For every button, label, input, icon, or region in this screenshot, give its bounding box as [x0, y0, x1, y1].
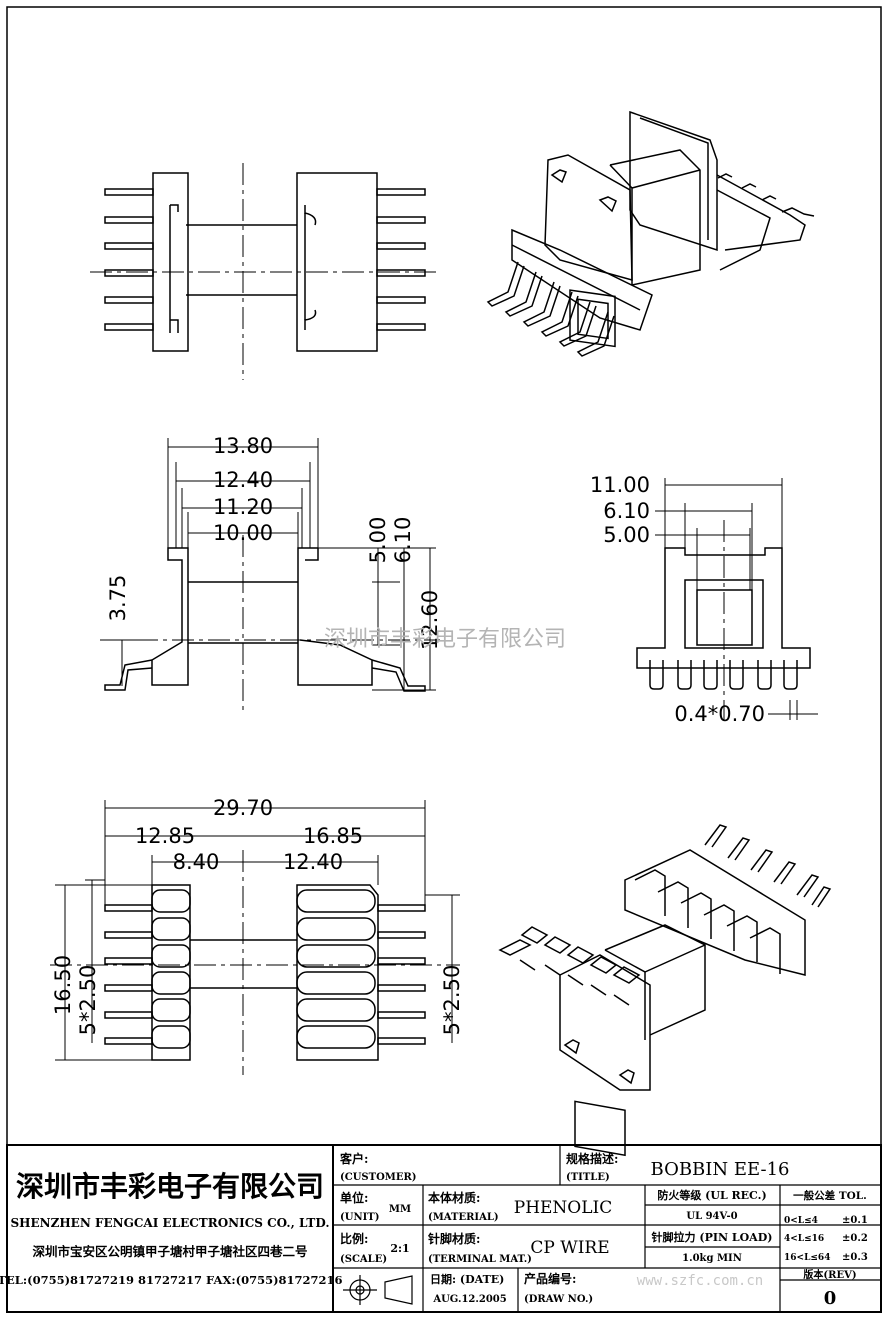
bottom-view-right-slots	[296, 889, 376, 1049]
dim-12-60: 12.60	[418, 590, 442, 650]
tol-range-3: 16<L≤64	[784, 1253, 830, 1263]
dim-11-20: 11.20	[213, 495, 273, 519]
top-view-right-pins	[376, 188, 426, 331]
company-name-en: SHENZHEN FENGCAI ELECTRONICS CO., LTD.	[10, 1216, 329, 1230]
unit-value: MM	[389, 1204, 411, 1215]
terminal-label-cn: 针脚材质:	[428, 1231, 480, 1246]
customer-label-cn: 客户:	[339, 1151, 368, 1166]
dim-pin-size: 0.4*0.70	[674, 702, 765, 726]
bottom-view-dim-text: 29.70 12.85 16.85 8.40 12.40 16.50 5*2.5…	[51, 796, 464, 1035]
flame-value: UL 94V-0	[686, 1211, 737, 1222]
dim-12-40-bottom: 12.40	[283, 850, 343, 874]
dim-13-80: 13.80	[213, 434, 273, 458]
bottom-view-left-pins	[104, 904, 153, 1045]
dim-8-40: 8.40	[173, 850, 220, 874]
dim-16-85: 16.85	[303, 824, 363, 848]
title-label-cn: 规格描述:	[566, 1151, 618, 1166]
end-view	[636, 478, 818, 720]
terminal-label-en: (TERMINAL MAT.)	[428, 1254, 532, 1265]
dim-12-85: 12.85	[135, 824, 195, 848]
dim-10-00: 10.00	[213, 521, 273, 545]
dim-11-00: 11.00	[590, 473, 650, 497]
tolerance-label: 一般公差 TOL.	[793, 1189, 867, 1202]
projection-symbol-icon	[343, 1275, 413, 1305]
flame-label: 防火等级 (UL REC.)	[657, 1188, 766, 1202]
unit-label-en: (UNIT)	[340, 1212, 379, 1223]
terminal-value: CP WIRE	[530, 1238, 609, 1258]
side-view-dim-text: 13.80 12.40 11.20 10.00 3.75 5.00 6.10 1…	[106, 434, 442, 650]
bottom-view-left-slots	[151, 889, 191, 1049]
pinload-label: 针脚拉力 (PIN LOAD)	[652, 1230, 773, 1244]
side-view	[100, 438, 440, 710]
drawno-label-cn: 产品编号:	[524, 1271, 576, 1286]
date-value: AUG.12.2005	[432, 1294, 506, 1305]
dim-6-10-end: 6.10	[603, 499, 650, 523]
isometric-view-1	[486, 110, 815, 357]
unit-label-cn: 单位:	[340, 1190, 368, 1205]
top-view	[90, 163, 440, 380]
website-watermark: www.szfc.com.cn	[637, 1273, 763, 1289]
tol-value-3: ±0.3	[842, 1252, 868, 1263]
company-address: 深圳市宝安区公明镇甲子塘村甲子塘社区四巷二号	[32, 1244, 307, 1259]
sheet-border	[6, 6, 882, 1313]
title-label-en: (TITLE)	[566, 1172, 610, 1183]
dim-5-00: 5.00	[366, 517, 390, 564]
end-view-dim-text: 11.00 6.10 5.00 0.4*0.70	[590, 473, 765, 726]
dim-29-70: 29.70	[213, 796, 273, 820]
scale-label-cn: 比例:	[340, 1231, 368, 1246]
customer-label-en: (CUSTOMER)	[340, 1172, 417, 1183]
bottom-view	[50, 800, 460, 1075]
iso1-front-pins	[486, 261, 615, 357]
material-label-cn: 本体材质:	[428, 1190, 480, 1205]
tol-range-2: 4<L≤16	[784, 1234, 824, 1244]
revision-label: 版本(REV)	[803, 1268, 856, 1281]
revision-value: 0	[824, 1288, 837, 1309]
top-view-left-pins	[104, 188, 154, 331]
dim-6-10: 6.10	[391, 517, 415, 564]
dim-5-00-end: 5.00	[603, 523, 650, 547]
end-view-pins	[649, 660, 798, 690]
company-tel-fax: TEL:(0755)81727219 81727217 FAX:(0755)81…	[0, 1273, 343, 1287]
dim-12-40: 12.40	[213, 468, 273, 492]
tol-value-1: ±0.1	[842, 1215, 868, 1226]
material-label-en: (MATERIAL)	[428, 1212, 499, 1223]
pinload-value: 1.0kg MIN	[682, 1253, 742, 1264]
dim-3-75: 3.75	[106, 575, 130, 622]
bottom-view-right-pins	[377, 904, 426, 1045]
dim-pitch-right: 5*2.50	[440, 965, 464, 1036]
tol-range-1: 0<L≤4	[784, 1216, 818, 1226]
drawno-label-en: (DRAW NO.)	[524, 1294, 593, 1305]
dim-16-50: 16.50	[51, 955, 75, 1015]
date-label: 日期: (DATE)	[430, 1272, 504, 1286]
title-block-text: 深圳市丰彩电子有限公司 SHENZHEN FENGCAI ELECTRONICS…	[0, 1151, 868, 1309]
title-block	[6, 1144, 882, 1313]
title-value: BOBBIN EE-16	[651, 1159, 790, 1180]
scale-label-en: (SCALE)	[340, 1254, 387, 1265]
scale-value: 2:1	[390, 1242, 409, 1255]
tol-value-2: ±0.2	[842, 1233, 868, 1244]
isometric-view-2	[498, 824, 832, 1157]
dim-pitch-left: 5*2.50	[76, 965, 100, 1036]
material-value: PHENOLIC	[514, 1198, 613, 1218]
watermark-text: 深圳市丰彩电子有限公司	[324, 627, 566, 652]
company-name-cn: 深圳市丰彩电子有限公司	[16, 1170, 324, 1203]
